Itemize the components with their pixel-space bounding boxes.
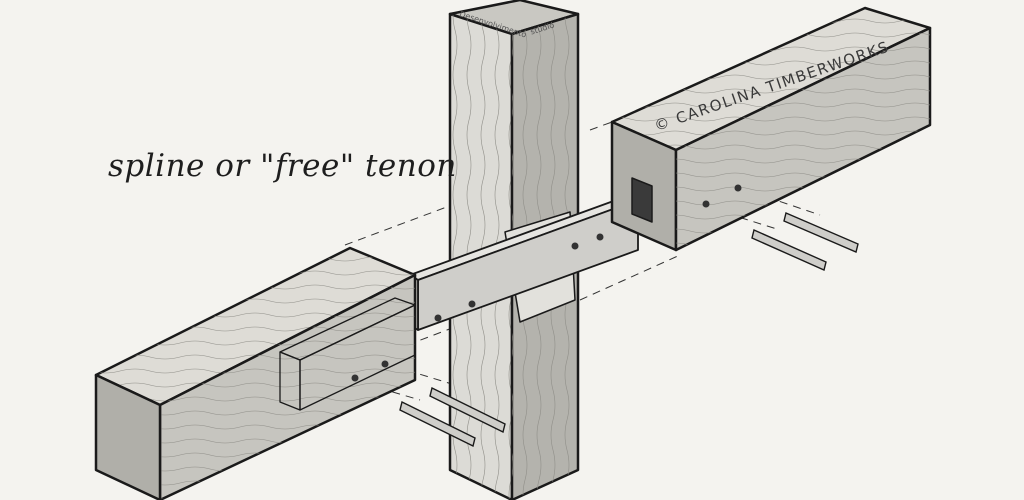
left-beam <box>94 246 417 500</box>
wood-pegs <box>399 212 859 448</box>
peg <box>429 386 506 434</box>
peg <box>399 400 476 448</box>
diagram-caption: spline or "free" tenon <box>108 148 457 184</box>
right-beam <box>610 6 932 252</box>
peg <box>751 229 827 271</box>
peg <box>783 212 859 253</box>
